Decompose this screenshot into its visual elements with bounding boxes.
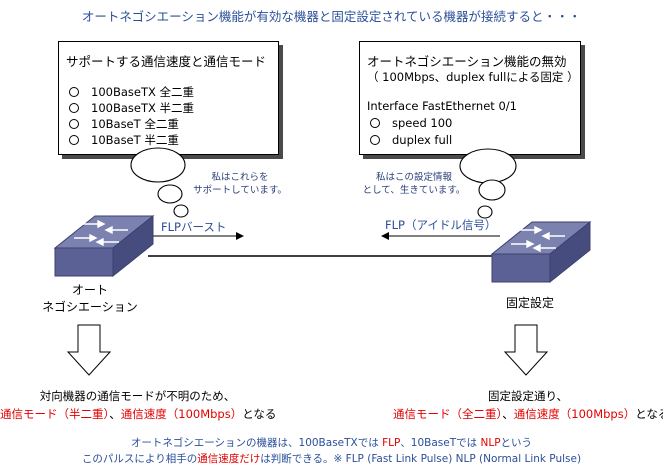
left-down-arrow [66, 324, 112, 376]
left-capability-box: サポートする通信速度と通信モード 100BaseTX 全二重 100BaseTX… [58, 41, 279, 155]
thought-bubble-large [459, 148, 517, 184]
interface-line: Interface FastEthernet 0/1 [367, 99, 517, 113]
right-box-item: duplex full [370, 133, 452, 147]
left-box-item: 10BaseT 半二重 [69, 132, 179, 148]
flp-burst-label: FLPバースト [161, 220, 227, 234]
footer-line-2: このパルスにより相手の通信速度だけは判断できる。※ FLP (Fast Link… [81, 453, 582, 465]
left-box-item: 10BaseT 全二重 [69, 116, 179, 132]
right-thought-text: 私はこの設定情報 として、生きています。 [362, 172, 466, 196]
circle-bullet-icon [370, 118, 380, 128]
flp-burst-arrow [150, 232, 244, 240]
right-box-item: speed 100 [370, 116, 452, 130]
right-switch-icon [490, 220, 592, 284]
red-text: 通信速度（100Mbps） [513, 407, 636, 421]
left-box-item: 100BaseTX 全二重 [69, 84, 194, 100]
circle-bullet-icon [69, 135, 79, 145]
circle-bullet-icon [370, 135, 380, 145]
flp-idle-label: FLP（アイドル信号） [385, 218, 497, 232]
thought-bubble-medium [157, 184, 183, 204]
red-text: 通信速度（100Mbps） [120, 407, 243, 421]
circle-bullet-icon [69, 103, 79, 113]
thought-bubble-small [173, 204, 189, 218]
footer-line-1: オートネゴシエーションの機器は、100BaseTXでは FLP、10BaseTで… [130, 437, 533, 449]
right-device-label: 固定設定 [505, 296, 554, 310]
red-text: 通信モード（半二重） [0, 407, 110, 421]
thought-bubble-medium [478, 179, 506, 201]
red-text: 通信モード（全二重） [393, 407, 503, 421]
left-thought-text: 私はこれらを サポートしています。 [193, 172, 287, 196]
left-box-heading: サポートする通信速度と通信モード [66, 54, 267, 69]
diagram-title: オートネゴシエーション機能が有効な機器と固定設定されている機器が接続すると・・・ [81, 9, 582, 24]
right-box-subheading: （ 100Mbps、duplex fullによる固定 ） [367, 70, 579, 84]
right-box-heading: オートネゴシエーション機能の無効 [367, 54, 567, 69]
right-down-arrow [503, 324, 549, 376]
flp-idle-arrow [381, 232, 500, 240]
circle-bullet-icon [69, 119, 79, 129]
right-conclusion: 固定設定通り、 通信モード（全二重）、通信速度（100Mbps）となる [393, 389, 663, 421]
left-conclusion: 対向機器の通信モードが不明のため、 通信モード（半二重）、通信速度（100Mbp… [0, 389, 277, 421]
left-box-item: 100BaseTX 半二重 [69, 100, 194, 116]
left-switch-icon [53, 214, 155, 278]
right-config-box: オートネゴシエーション機能の無効 （ 100Mbps、duplex fullによ… [359, 41, 581, 155]
thought-bubble-large [130, 147, 186, 183]
thought-bubble-small [477, 205, 493, 219]
circle-bullet-icon [69, 87, 79, 97]
left-device-label: オート ネゴシエーション [42, 283, 138, 314]
